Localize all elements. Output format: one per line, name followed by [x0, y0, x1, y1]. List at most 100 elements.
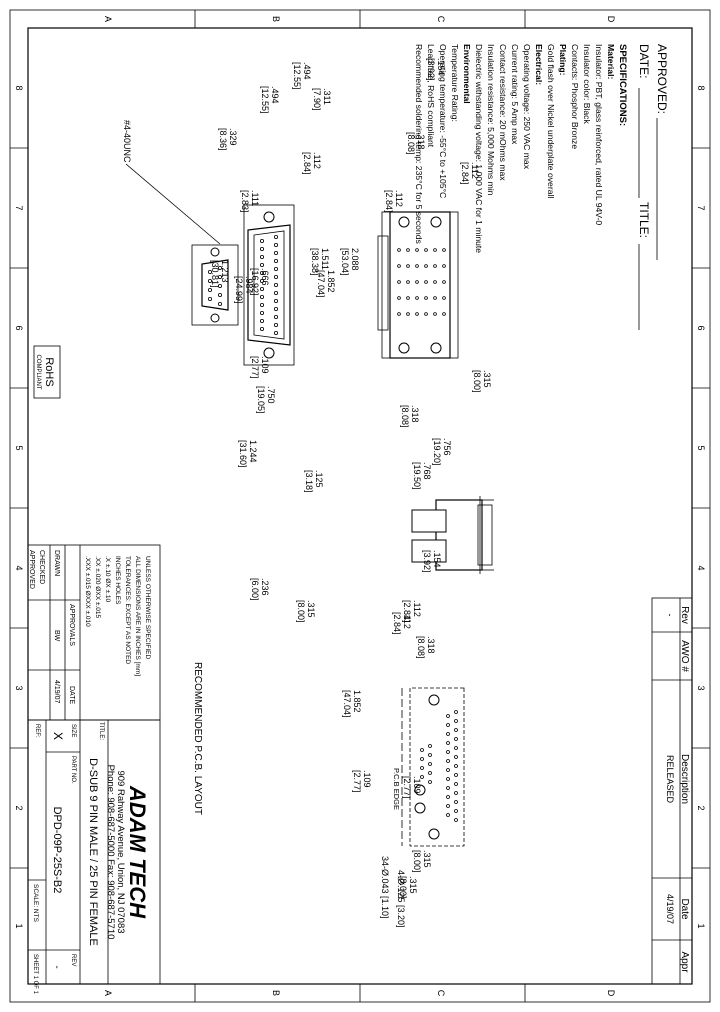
title-label: TITLE: [637, 202, 651, 238]
dimension: .311[7.90] [312, 88, 332, 111]
contact [274, 290, 279, 295]
pcb-edge-label: P.C.B EDGE [392, 768, 401, 810]
rohs-text: RoHS [43, 357, 55, 386]
pcb-hole [446, 768, 450, 772]
spec-line: Environmental [462, 44, 472, 104]
dim-mm: [2.83] [240, 190, 250, 213]
row-label: B [271, 16, 281, 22]
approvals-label: APPROVALS [68, 604, 75, 646]
zone-labels: 8 7 6 5 4 3 2 1 8 7 6 5 4 3 2 1 A B C D … [14, 16, 706, 997]
pcb-hole [420, 748, 424, 752]
dimension: .112[2.84] [302, 152, 322, 175]
pcb-hole [428, 753, 432, 757]
front-view [377, 211, 459, 359]
date-hdr: DATE [68, 686, 75, 704]
col-label: 1 [696, 923, 706, 928]
rev-header: Rev [679, 606, 690, 624]
pcb-hole [428, 771, 432, 775]
dimension: 1.852[47.04] [316, 270, 336, 298]
dim-mm: [8.08] [406, 132, 416, 155]
dim-mm: [12.55] [260, 86, 270, 114]
pcb-mount-hole [414, 802, 426, 814]
mount-hole [398, 216, 410, 228]
contact [274, 314, 279, 319]
pcb-hole [420, 757, 424, 761]
dim-mm: [3.92] [426, 58, 436, 81]
pcb-holes-callout: 34-Ø.043 [1.10] [380, 856, 390, 919]
dim-inch: .318 [416, 132, 426, 150]
row-label: A [103, 990, 113, 996]
spec-line: Operating voltage: 250 VAC max [522, 44, 532, 170]
company-address: 909 Rahway Avenue, Union, NJ 07083 [115, 770, 126, 933]
pcb-hole [446, 723, 450, 727]
pcb-hole [454, 818, 458, 822]
dimension: .112[2.84] [402, 600, 422, 623]
dim-mm: [8.00] [412, 850, 422, 873]
contact [274, 274, 279, 279]
side-body [435, 499, 483, 571]
rohs-compliant: COMPLIANT [35, 354, 41, 389]
dsub9-contacts [208, 265, 223, 306]
pin [406, 312, 410, 316]
top-flange [243, 204, 295, 366]
dim-inch: .125 [314, 470, 324, 488]
spec-line: Contacts: Phosphor Bronze [570, 44, 580, 149]
dim-inch: .154 [432, 550, 442, 568]
row-label: D [606, 16, 616, 23]
pcb-hole [428, 762, 432, 766]
dim-mm: [30.81] [210, 260, 220, 288]
revision-block: Rev AWO # Description Date Appr - RELEAS… [651, 597, 693, 985]
tolerance-line: INCHES HOLES [114, 556, 121, 605]
rev-value: - [665, 614, 675, 617]
dimension: 2.088[53.04] [340, 248, 360, 276]
partno-lbl: PART NO. [70, 756, 76, 784]
dim-inch: .112 [394, 190, 404, 207]
contact [218, 301, 223, 306]
dim-inch: .112 [412, 600, 422, 617]
dim-mm: [8.08] [400, 405, 410, 428]
dimension: .494[12.55] [292, 62, 312, 90]
col-label: 3 [696, 685, 706, 690]
ref-lbl: REF: [34, 724, 40, 738]
pin [406, 264, 410, 268]
dim-mm: [12.55] [292, 62, 302, 90]
mount-hole [430, 216, 442, 228]
dim-mm: [2.77] [250, 356, 260, 379]
part-number: DPD-09P-25S-B2 [51, 807, 63, 894]
row-label: C [436, 990, 446, 997]
spec-line: Dielectric withstanding voltage: 1,000 V… [474, 44, 484, 253]
col-label: 4 [14, 565, 24, 570]
pin [415, 312, 419, 316]
dim-mm: [2.84] [392, 612, 402, 635]
dim-inch: .329 [228, 128, 238, 146]
contact [260, 318, 265, 323]
dim-inch: .315 [482, 370, 492, 388]
dim-mm: [38.38] [310, 248, 320, 276]
contact [274, 322, 279, 327]
spec-line: Electrical: [534, 44, 544, 85]
approved-lbl: APPROVED [28, 550, 35, 589]
spec-line: Insulation resistance: 5,000 Mohms min [486, 44, 496, 196]
side-connector-bottom [411, 539, 447, 563]
pin [397, 280, 401, 284]
dim-inch: .318 [410, 405, 420, 423]
contact [260, 294, 265, 299]
contact [218, 292, 223, 297]
pin [433, 248, 437, 252]
dim-inch: .494 [270, 86, 280, 104]
pin [406, 296, 410, 300]
rev-lbl: REV [70, 954, 76, 966]
dim-mm: [8.08] [416, 636, 426, 659]
dimension: .666[16.92] [250, 268, 270, 296]
front-pin-grid [397, 248, 446, 316]
dim-mm: [19.20] [432, 438, 442, 466]
dim-mm: [8.00] [472, 370, 482, 393]
dimension: .318[8.08] [400, 405, 420, 428]
dimension: .112[2.84] [392, 612, 412, 635]
pcb-hole [428, 744, 432, 748]
pcb-hole [454, 764, 458, 768]
side-shell [477, 504, 493, 566]
